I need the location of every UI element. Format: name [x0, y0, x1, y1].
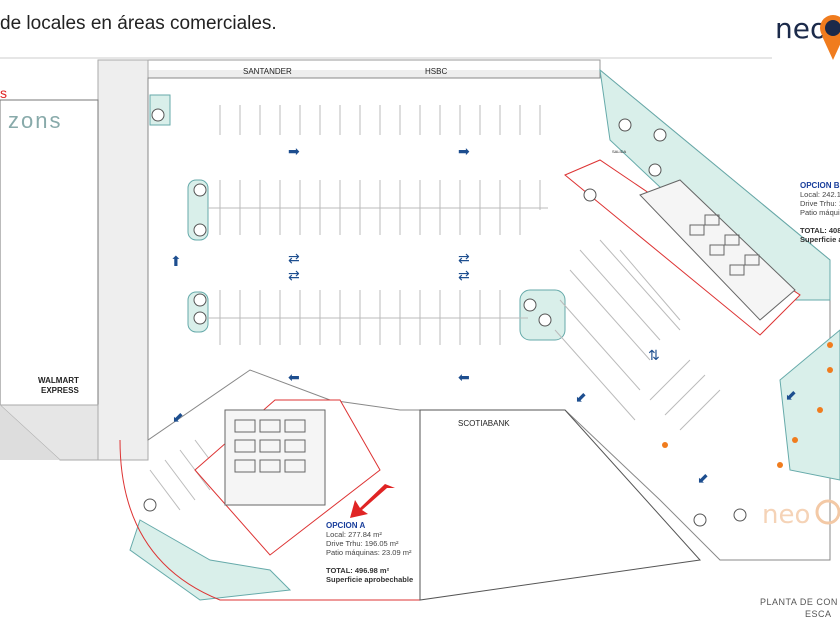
option-a-drive: Drive Trhu: 196.05 m² — [326, 539, 399, 548]
label-salida: SALIDA — [612, 149, 627, 154]
neo-logo-text: neo — [775, 12, 827, 45]
svg-text:⬋: ⬋ — [785, 388, 797, 404]
slide-title: de locales en áreas comerciales. — [0, 13, 277, 34]
label-scotiabank: SCOTIABANK — [458, 419, 510, 428]
svg-text:⇄: ⇄ — [288, 268, 300, 284]
option-a-local: Local: 277.84 m² — [326, 530, 382, 539]
svg-text:➡: ➡ — [458, 144, 470, 160]
neo-logo-pin-icon — [820, 15, 840, 60]
svg-text:⬋: ⬋ — [172, 410, 184, 426]
label-express: EXPRESS — [41, 386, 79, 395]
parking-stalls — [149, 105, 721, 511]
option-a-note: Superficie aprobechable — [326, 575, 414, 584]
option-a-title: OPCION A — [326, 521, 366, 530]
horizons-logo: zons — [8, 108, 62, 133]
svg-text:⬆: ⬆ — [170, 254, 182, 270]
label-walmart: WALMART — [38, 376, 79, 385]
svg-text:⬅: ⬅ — [458, 370, 470, 386]
svg-text:⬋: ⬋ — [697, 471, 709, 487]
svg-text:➡: ➡ — [288, 144, 300, 160]
option-a-patio: Patio máquinas: 23.09 m² — [326, 548, 412, 557]
option-b-info: OPCION B Local: 242.1 Drive Trhu: 1 Pati… — [800, 181, 840, 244]
left-road — [97, 59, 149, 461]
traffic-arrows: ➡➡ ⬆ ⇄⇄⇄⇄ ⬅⬅ ⬋⬋⬋ ⬋⇅ — [170, 144, 797, 487]
horizons-logo-prefix: s — [0, 85, 7, 101]
svg-text:⇄: ⇄ — [458, 251, 470, 267]
option-b-drive: Drive Trhu: 1 — [800, 199, 840, 208]
option-b-total: TOTAL: 408 — [800, 226, 840, 235]
scotiabank-building — [419, 409, 701, 601]
trees — [143, 108, 747, 527]
option-b-note: Superficie a — [800, 235, 840, 244]
svg-text:⇅: ⇅ — [648, 348, 660, 364]
svg-text:⇄: ⇄ — [458, 268, 470, 284]
label-santander: SANTANDER — [243, 67, 292, 76]
option-a-info: OPCION A Local: 277.84 m² Drive Trhu: 19… — [326, 521, 413, 584]
option-a-total: TOTAL: 496.98 m² — [326, 566, 390, 575]
walmart-building — [0, 99, 99, 406]
neo-watermark: neo — [762, 500, 810, 530]
option-b-local: Local: 242.1 — [800, 190, 840, 199]
svg-text:⬅: ⬅ — [288, 370, 300, 386]
red-pointer-arrow — [350, 484, 395, 518]
option-b-title: OPCION B — [800, 181, 840, 190]
svg-text:⬋: ⬋ — [575, 390, 587, 406]
plan-caption: PLANTA DE CON — [760, 597, 838, 607]
orange-markers — [662, 342, 833, 468]
svg-text:⇄: ⇄ — [288, 251, 300, 267]
label-hsbc: HSBC — [425, 67, 447, 76]
option-b-patio: Patio máquin — [800, 208, 840, 217]
plan-scale: ESCA — [805, 609, 832, 619]
